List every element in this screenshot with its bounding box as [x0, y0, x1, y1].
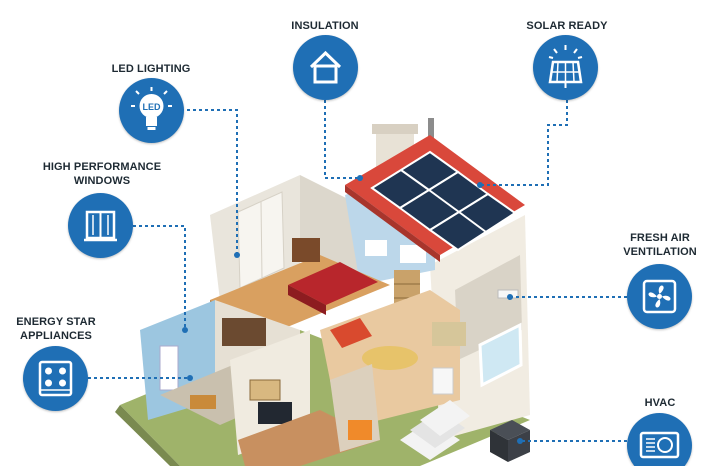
solar-panel-icon — [548, 45, 583, 88]
fresh-air-ventilation-label: FRESH AIR VENTILATION — [612, 231, 708, 259]
insulation-label: INSULATION — [291, 20, 359, 32]
solar-ready-label: SOLAR READY — [526, 20, 608, 32]
solar-ready-badge — [533, 35, 598, 100]
ventilation-label-line2: VENTILATION — [623, 246, 697, 258]
dresser — [292, 238, 320, 262]
led-lighting-badge: LED — [119, 78, 184, 143]
hvac-label: HVAC — [644, 397, 676, 409]
connector-dots — [182, 175, 523, 444]
insulation-badge — [293, 35, 358, 100]
television — [258, 402, 292, 424]
sofa — [330, 318, 372, 348]
energy-star-appliances-label: ENERGY STAR APPLIANCES — [6, 315, 106, 343]
air-conditioner-icon — [639, 431, 680, 459]
led-bulb-icon: LED — [131, 87, 172, 130]
connector-lines — [88, 100, 627, 442]
fan-icon — [642, 279, 677, 314]
staircase — [400, 400, 470, 460]
fridge — [159, 345, 179, 391]
cabinet — [432, 367, 454, 395]
dining-table — [190, 395, 216, 409]
kitchen-cabinets — [222, 318, 266, 346]
window-icon — [84, 210, 117, 242]
vent-pipe — [428, 118, 434, 140]
windows-label-line2: WINDOWS — [73, 175, 131, 187]
led-lighting-label: LED LIGHTING — [111, 63, 191, 75]
picture-frame — [249, 379, 281, 401]
bathroom-sink — [365, 240, 387, 256]
lawn-edge — [115, 405, 180, 466]
appliances-label-line1: ENERGY STAR — [16, 316, 96, 328]
bathtub — [400, 245, 426, 263]
bed — [288, 262, 378, 305]
ventilation-label-line1: FRESH AIR — [630, 232, 690, 244]
right-wing-window — [478, 322, 523, 388]
windows-label-line1: HIGH PERFORMANCE — [42, 161, 162, 173]
high-performance-windows-label: HIGH PERFORMANCE WINDOWS — [38, 160, 166, 188]
fireplace-fire — [348, 420, 372, 440]
appliances-label-line2: APPLIANCES — [20, 330, 92, 342]
stove-icon — [38, 360, 73, 397]
hvac-badge — [627, 413, 692, 466]
side-table — [432, 322, 466, 346]
hvac-outdoor-unit — [490, 420, 530, 462]
house-icon — [309, 50, 342, 84]
chimney-cap — [372, 124, 418, 134]
appliances-badge — [23, 346, 88, 411]
ventilation-badge — [627, 264, 692, 329]
led-text: LED — [143, 102, 162, 112]
windows-badge — [68, 193, 133, 258]
rug — [362, 346, 418, 370]
solar-panels — [370, 150, 517, 252]
